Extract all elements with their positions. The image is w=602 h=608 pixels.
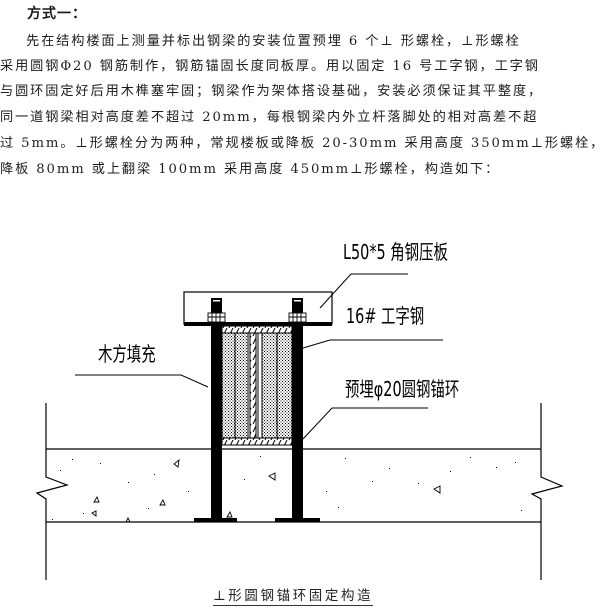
bolt-nuts: [207, 312, 307, 323]
figure-caption: ⊥形圆钢锚环固定构造: [213, 588, 374, 606]
i-beam: [221, 325, 293, 446]
label-angle-plate: L50*5 角钢压板: [343, 240, 448, 264]
label-anchor-ring: 预埋φ20圆钢锚环: [345, 377, 460, 401]
paragraph-line: 同一道钢梁相对高度差不超过 20mm，每根钢梁内外立杆落脚处的相对高差不超: [0, 110, 539, 125]
label-wood-fill: 木方填充: [98, 342, 156, 366]
concrete-aggregate: [91, 458, 441, 523]
section-heading: 方式一：: [27, 6, 87, 22]
leader-lines: [75, 273, 443, 440]
paragraph-line: 降板 80mm 或上翻梁 100mm 采用高度 450mm⊥形螺栓，构造如下：: [0, 162, 501, 177]
anchor-bolts: [194, 298, 320, 522]
angle-pressure-plate: [183, 291, 333, 325]
paragraph-line: 采用圆钢Φ20 钢筋制作，钢筋锚固长度同板厚。用以固定 16 号工字钢，工字钢: [0, 59, 540, 74]
concrete-dots: [52, 456, 522, 520]
paragraph-line: 过 5mm。⊥形螺栓分为两种，常规楼板或降板 20-30mm 采用高度 350m…: [0, 136, 602, 151]
paragraph-line: 与圆环固定好后用木榫塞牢固；钢梁作为架体搭设基础，安装必须保证其平整度，: [0, 84, 544, 99]
paragraph-line: 先在结构楼面上测量并标出钢梁的安装位置预埋 6 个⊥ 形螺栓，⊥形螺栓: [26, 34, 521, 49]
label-i-beam: 16# 工字钢: [346, 304, 425, 328]
